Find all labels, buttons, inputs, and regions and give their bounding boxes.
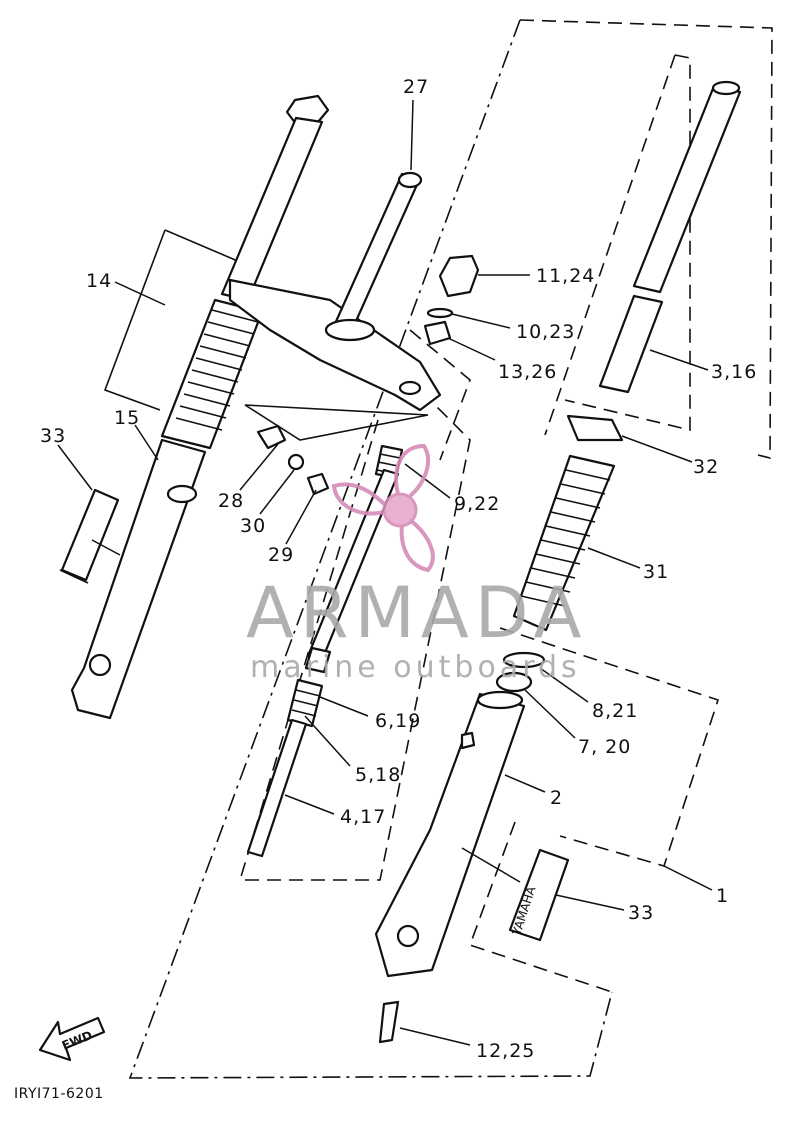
callout-27: 27 (403, 76, 429, 98)
callout-12-25: 12,25 (476, 1040, 535, 1062)
watermark-title: ARMADA (246, 572, 587, 654)
drain-bolt-12 (378, 1000, 400, 1044)
boot-left (160, 298, 264, 450)
callout-7-20: 7, 20 (578, 736, 631, 758)
callout-30: 30 (240, 515, 266, 537)
frame-inner-tube (564, 54, 691, 432)
damper-rod-group (246, 444, 404, 858)
callout-31: 31 (643, 561, 669, 583)
watermark: ARMADA marine outboards (246, 443, 587, 685)
frame-2-right (499, 627, 720, 867)
callout-11-24: 11,24 (536, 265, 595, 287)
bracket-hole (398, 380, 422, 396)
frame-plug (409, 329, 471, 461)
callout-29: 29 (268, 544, 294, 566)
callout-2: 2 (550, 787, 563, 809)
outer-tube-right-2 (374, 692, 526, 978)
spacer-13 (423, 320, 452, 346)
frame-14 (103, 229, 241, 411)
clip-28 (256, 424, 287, 450)
frame-inner-tube-left (544, 54, 676, 436)
inner-tube-lower-16 (598, 294, 664, 394)
bolt-29 (306, 472, 330, 496)
callout-15: 15 (114, 407, 140, 429)
callout-3-16: 3,16 (711, 361, 757, 383)
decal-left-edge (59, 569, 89, 584)
callout-8-21: 8,21 (592, 700, 638, 722)
drawing-code: IRYI71-6201 (14, 1086, 104, 1102)
damper-rod-4 (246, 718, 308, 858)
leader-lines (57, 99, 713, 1046)
steering-stem (332, 172, 422, 332)
callout-labels: 27 14 15 33 11,24 10,23 13,26 3,16 32 28… (40, 76, 757, 1062)
inner-tube-right-3 (632, 84, 742, 294)
watermark-subtitle: marine outboards (250, 650, 581, 685)
bleed-screw (460, 731, 476, 750)
callout-5-18: 5,18 (355, 764, 401, 786)
frame-damper-left (239, 419, 379, 881)
callout-28: 28 (218, 490, 244, 512)
frame-1-outer-top (519, 19, 773, 460)
o-ring-10 (426, 307, 454, 319)
right-fork-assembly (374, 80, 742, 978)
spring-lower (304, 646, 332, 674)
callout-6-19: 6,19 (375, 710, 421, 732)
watermark-propeller-logo (331, 443, 435, 573)
callout-9-22: 9,22 (454, 493, 500, 515)
frame-33-decal (468, 821, 613, 993)
callout-33-right: 33 (628, 902, 654, 924)
boot-right-31 (512, 454, 616, 632)
decal-left (60, 488, 120, 582)
cover-32 (566, 414, 624, 442)
callout-32: 32 (693, 456, 719, 478)
group-frames (103, 19, 773, 1079)
stem-collar (324, 318, 376, 342)
stem-nut (397, 171, 423, 189)
callout-13-26: 13,26 (498, 361, 557, 383)
nut-30 (287, 453, 305, 471)
callout-33-left: 33 (40, 425, 66, 447)
axle-hole-right (396, 924, 420, 948)
left-fork-assembly (70, 94, 442, 720)
frame-damper (245, 379, 471, 881)
fwd-arrow: FWD (38, 1016, 106, 1062)
callout-10-23: 10,23 (516, 321, 575, 343)
callout-4-17: 4,17 (340, 806, 386, 828)
callout-14: 14 (86, 270, 112, 292)
clip-8 (502, 651, 546, 669)
outer-tube-left (70, 438, 207, 720)
axle-hole-left (88, 653, 112, 677)
callout-1: 1 (716, 885, 729, 907)
inner-tube-left (220, 116, 324, 302)
cap-plug-11 (438, 254, 480, 298)
seal-7 (495, 671, 533, 693)
frame-1-outer-left (128, 19, 613, 1079)
boot-clip-left (166, 484, 198, 504)
frame-28-30 (244, 404, 429, 441)
